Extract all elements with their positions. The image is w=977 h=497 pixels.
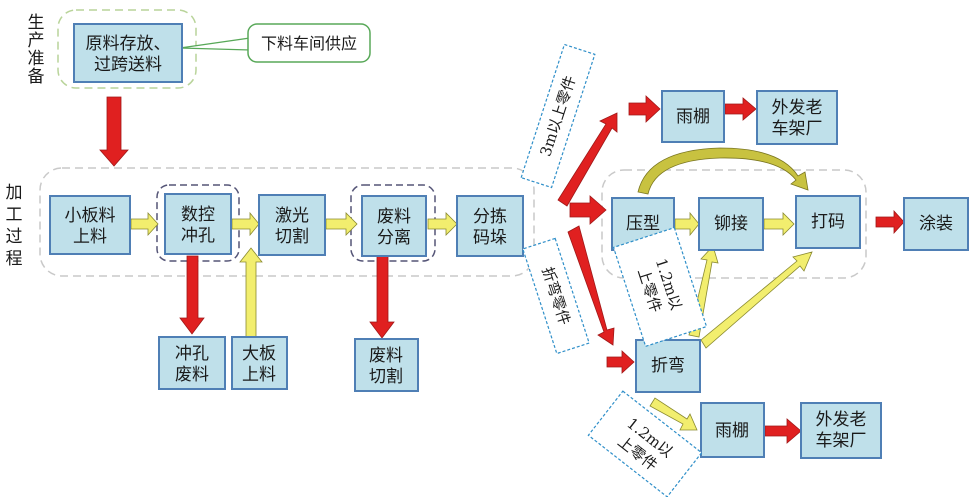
note-over-1-2m-bottom: 1.2m以 上零件	[587, 390, 703, 497]
node-outsource-bottom[interactable]: 外发老 车架厂	[800, 402, 882, 459]
arrow-scrap-sep-to-scrap-cut	[369, 255, 395, 339]
node-outsource-top-line1: 外发老	[772, 98, 823, 118]
arrow-large-plate-to-laser	[239, 247, 263, 339]
node-scrap-sep-line1: 废料	[377, 207, 411, 227]
arrow-bending-to-canopy-bottom	[649, 397, 698, 431]
node-canopy-top[interactable]: 雨棚	[661, 90, 725, 143]
node-canopy-bottom[interactable]: 雨棚	[700, 402, 765, 458]
section-label-preparation-char: 生	[28, 13, 45, 33]
arrow-raw-to-processing	[99, 96, 129, 167]
node-outsource-bottom-line2: 车架厂	[816, 431, 867, 451]
arrow-press-to-riveting	[674, 211, 700, 237]
forming-group-border	[601, 169, 867, 279]
node-press-form-label: 压型	[626, 214, 660, 234]
node-marking[interactable]: 打码	[795, 195, 861, 249]
node-scrap-cut[interactable]: 废料 切割	[354, 338, 419, 392]
arrow-cnc-to-laser	[231, 211, 260, 237]
node-raw-storage[interactable]: 原料存放、 过跨送料	[73, 23, 183, 83]
node-punch-scrap[interactable]: 冲孔 废料	[158, 336, 226, 390]
node-bending-label: 折弯	[651, 356, 685, 376]
node-large-plate-line1: 大板	[242, 344, 276, 364]
node-scrap-cut-line2: 切割	[369, 367, 403, 387]
node-sort-stack-line2: 码垛	[473, 228, 507, 248]
arrow-sort-to-press	[569, 195, 607, 225]
node-canopy-top-label: 雨棚	[676, 107, 710, 127]
node-sort-stack-line1: 分拣	[473, 207, 507, 227]
node-canopy-bottom-label: 雨棚	[715, 421, 749, 441]
section-label-preparation-char: 备	[28, 67, 45, 87]
section-label-processing: 加 工 过 程	[6, 183, 23, 269]
node-cnc-punch[interactable]: 数控 冲孔	[164, 193, 232, 255]
node-large-plate-line2: 上料	[242, 365, 276, 385]
section-label-processing-char: 过	[6, 227, 23, 247]
node-punch-scrap-line1: 冲孔	[175, 344, 209, 364]
arrow-riveting-to-marking	[763, 212, 795, 236]
arrow-to-canopy-top	[628, 95, 661, 123]
node-raw-storage-line2: 过跨送料	[94, 55, 162, 75]
section-label-processing-char: 程	[6, 249, 23, 269]
node-marking-label: 打码	[811, 212, 845, 232]
node-punch-scrap-line2: 废料	[175, 365, 209, 385]
section-label-processing-char: 加	[6, 183, 23, 203]
node-outsource-bottom-line1: 外发老	[816, 410, 867, 430]
arrow-canopy-bottom-to-outsource	[764, 418, 802, 444]
arrow-to-bending	[606, 350, 635, 374]
node-outsource-top[interactable]: 外发老 车架厂	[756, 90, 838, 145]
section-label-preparation-char: 准	[28, 49, 45, 69]
section-label-preparation-char: 产	[28, 31, 45, 51]
supply-callout-text: 下料车间供应	[261, 34, 357, 53]
node-sort-stack[interactable]: 分拣 码垛	[456, 195, 524, 257]
arrow-cnc-to-punch-scrap	[179, 255, 205, 335]
node-laser-cut[interactable]: 激光 切割	[258, 194, 326, 256]
node-painting-label: 涂装	[919, 214, 953, 234]
arrow-laser-to-scrap-sep	[325, 212, 358, 236]
node-cnc-punch-line1: 数控	[181, 205, 215, 225]
node-small-plate-line2: 上料	[73, 227, 107, 247]
node-scrap-sep-line2: 分离	[377, 228, 411, 248]
node-scrap-cut-line1: 废料	[369, 346, 403, 366]
node-cnc-punch-line2: 冲孔	[181, 226, 215, 246]
arrow-small-plate-to-cnc	[130, 211, 159, 237]
node-small-plate-line1: 小板料	[65, 206, 116, 226]
node-bending[interactable]: 折弯	[635, 339, 701, 393]
arrow-sort-to-upper-branch	[557, 112, 618, 207]
arrow-sort-to-bending	[567, 225, 615, 346]
arrow-press-to-marking-curve	[637, 147, 809, 195]
preparation-group-border	[57, 9, 197, 89]
node-large-plate[interactable]: 大板 上料	[231, 336, 288, 390]
node-painting[interactable]: 涂装	[903, 197, 969, 251]
arrow-bending-to-marking	[700, 251, 813, 349]
node-riveting[interactable]: 铆接	[698, 197, 764, 251]
processing-group-border	[39, 167, 535, 277]
section-label-preparation: 生 产 准 备	[28, 13, 45, 87]
node-scrap-sep[interactable]: 废料 分离	[361, 195, 427, 257]
node-laser-cut-line1: 激光	[275, 206, 309, 226]
arrow-canopy-top-to-outsource	[724, 97, 757, 121]
node-laser-cut-line2: 切割	[275, 227, 309, 247]
node-raw-storage-line1: 原料存放、	[86, 34, 171, 54]
node-riveting-label: 铆接	[714, 214, 748, 234]
arrow-scrap-sep-to-sort	[427, 212, 458, 236]
node-outsource-top-line2: 车架厂	[772, 119, 823, 139]
node-small-plate[interactable]: 小板料 上料	[49, 195, 131, 255]
supply-callout: 下料车间供应	[179, 23, 371, 63]
arrow-marking-to-painting	[875, 209, 905, 235]
note-over-1-2m-mid: 1.2m以 上零件	[612, 226, 708, 348]
section-label-processing-char: 工	[6, 205, 23, 225]
